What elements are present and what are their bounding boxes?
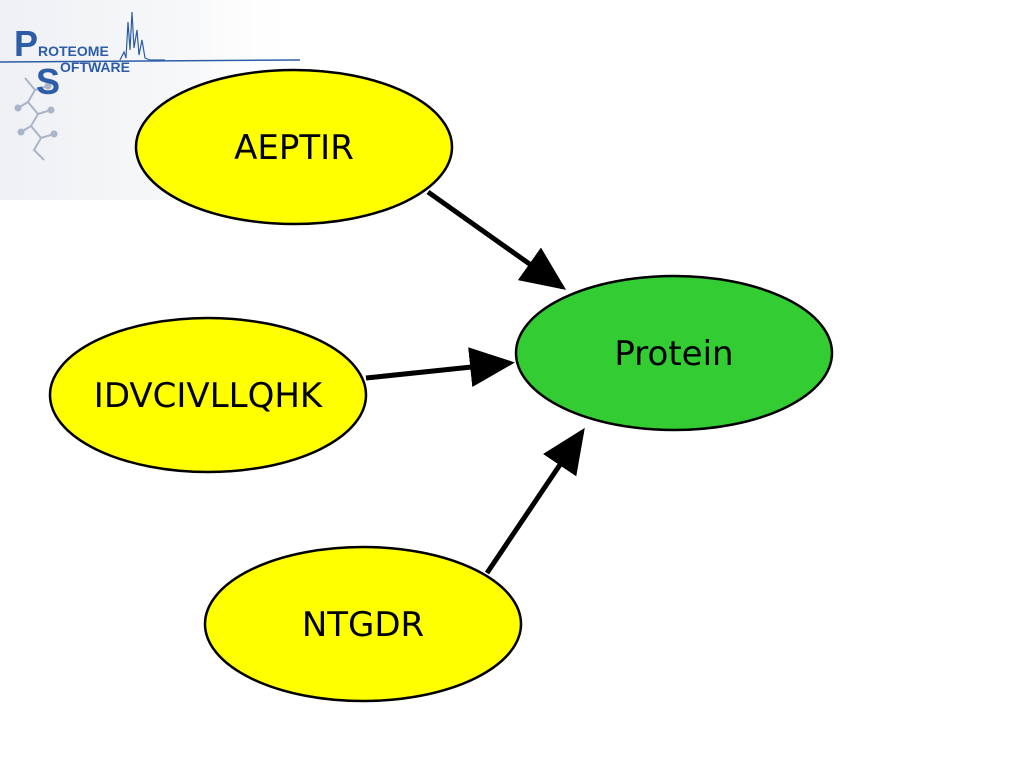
edge-ntgdr-to-protein <box>484 427 585 575</box>
logo-word-roteome: ROTEOME <box>38 43 109 59</box>
logo-rule-line <box>0 59 301 63</box>
node-idvcivllqhk-shape <box>48 316 368 474</box>
node-ntgdr-shape <box>203 545 523 703</box>
node-ntgdr-label: NTGDR <box>302 605 424 645</box>
node-aeptir-shape <box>134 68 454 226</box>
spectrum-peaks-icon <box>119 11 165 61</box>
node-protein-shape <box>514 274 834 432</box>
node-aeptir-label: AEPTIR <box>234 128 354 168</box>
logo-initial-p: P <box>14 23 38 64</box>
node-protein: Protein <box>514 274 834 432</box>
node-ntgdr: NTGDR <box>203 545 523 703</box>
node-protein-label: Protein <box>614 334 733 374</box>
edge-aeptir-to-protein <box>426 189 567 290</box>
edge-idvcivllqhk-to-protein <box>365 347 515 388</box>
molecule-chain-icon <box>14 77 58 161</box>
logo-word-oftware: OFTWARE <box>60 59 130 75</box>
node-idvcivllqhk-label: IDVCIVLLQHK <box>94 376 324 416</box>
node-aeptir: AEPTIR <box>134 68 454 226</box>
logo-initial-s: S <box>36 61 60 102</box>
node-idvcivllqhk: IDVCIVLLQHK <box>48 316 368 474</box>
